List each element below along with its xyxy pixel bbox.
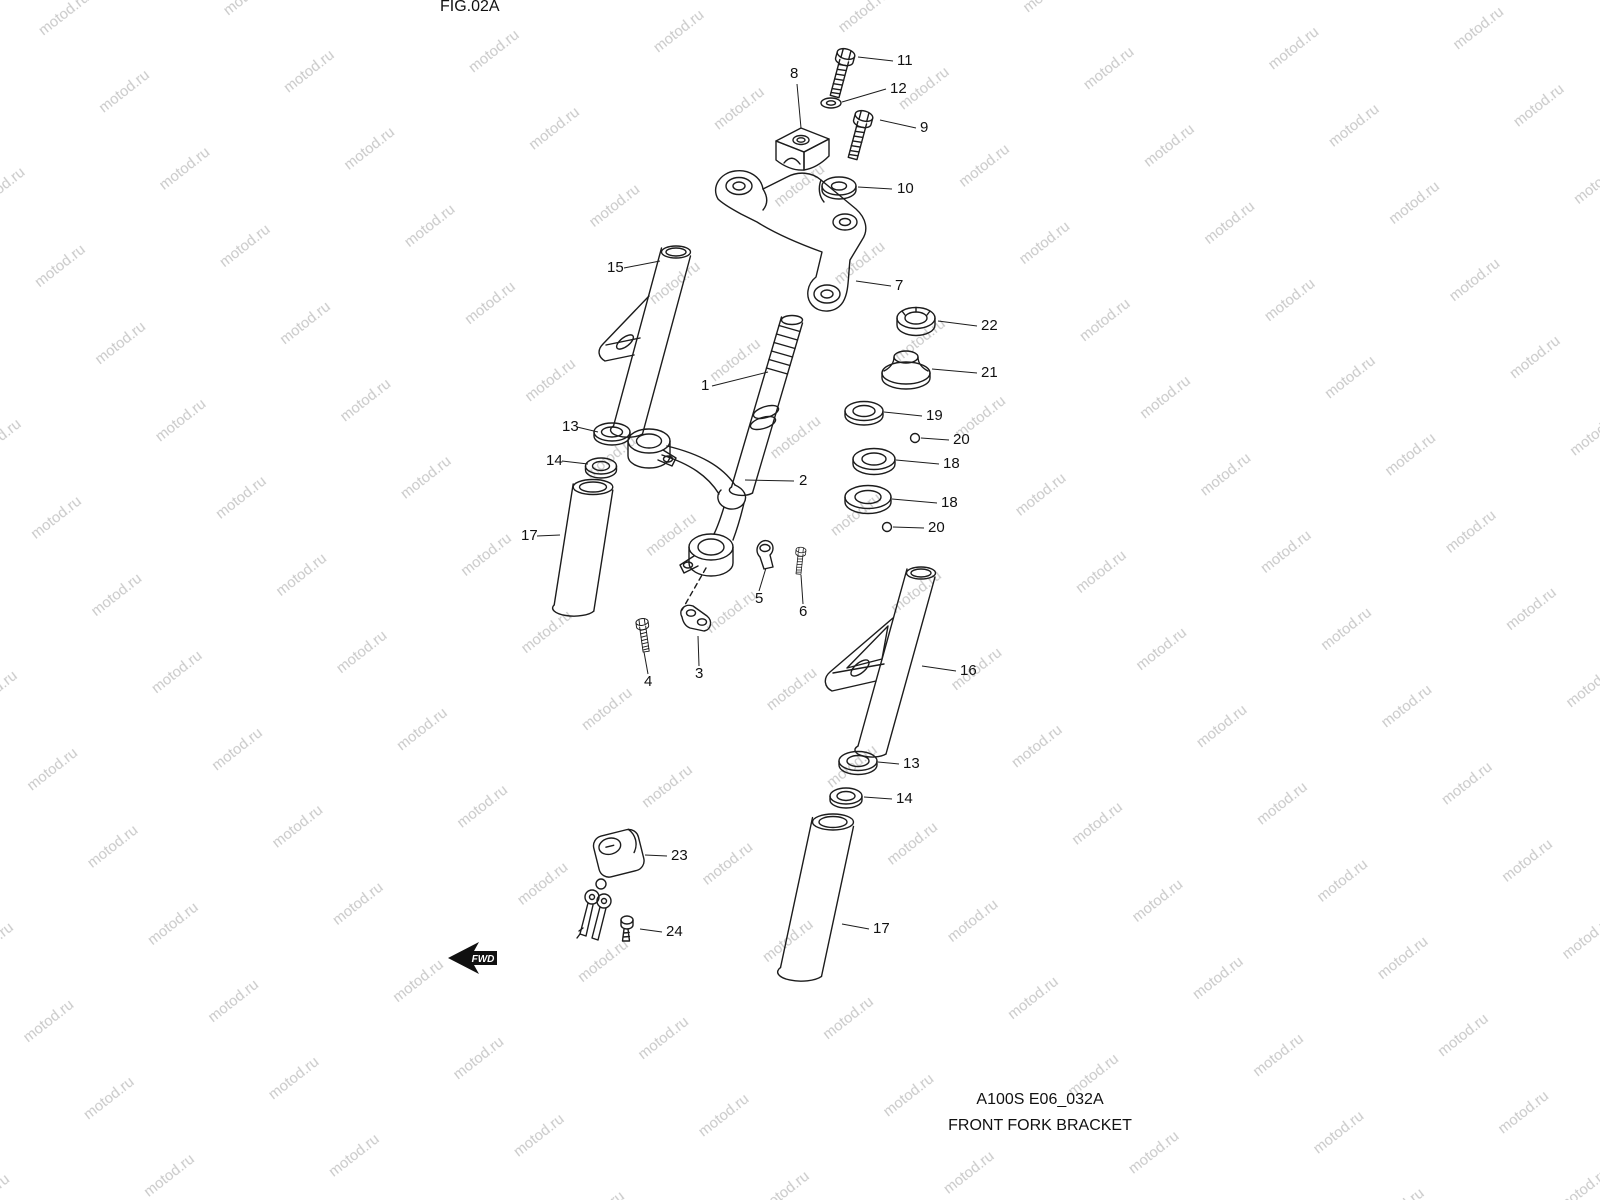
part-handlebar-holder-8 <box>775 127 830 171</box>
part-upper-bracket-7 <box>714 170 867 312</box>
part-steering-lock-23 <box>576 828 645 941</box>
part-race-13-right <box>838 750 878 776</box>
part-label-19: 19 <box>926 407 943 424</box>
part-label-15: 15 <box>607 259 624 276</box>
part-race-18-upper <box>852 447 896 476</box>
diagram-title: FRONT FORK BRACKET <box>948 1117 1132 1134</box>
part-ball-20-upper <box>909 432 921 444</box>
part-steering-stem-1 <box>728 314 804 497</box>
part-label-18-upper: 18 <box>943 455 960 472</box>
part-label-2: 2 <box>799 472 807 489</box>
part-label-6: 6 <box>799 603 807 620</box>
part-label-17-left: 17 <box>521 527 538 544</box>
part-label-20-lower: 20 <box>928 519 945 536</box>
part-label-23: 23 <box>671 847 688 864</box>
part-seal-14-left <box>584 457 618 479</box>
fwd-arrow-icon <box>448 942 497 974</box>
part-fork-tube-left-15 <box>598 245 692 438</box>
exploded-view <box>551 46 937 982</box>
doc-code: A100S E06_032A <box>976 1091 1104 1108</box>
part-bearing-cover-21 <box>881 350 931 390</box>
part-stem-nut-22 <box>896 306 936 337</box>
fwd-marker: FWD <box>448 942 497 974</box>
part-number-labels: 8 11 12 9 10 7 15 22 21 1 19 20 18 13 14… <box>521 52 998 940</box>
part-label-11: 11 <box>897 52 913 69</box>
part-label-13-left: 13 <box>562 418 579 435</box>
part-fork-tube-right-16 <box>824 566 937 758</box>
part-race-13-left <box>593 422 631 446</box>
part-race-18-lower <box>844 484 892 515</box>
part-label-1: 1 <box>701 377 709 394</box>
part-label-10: 10 <box>897 180 914 197</box>
figure-code: FIG.02A <box>440 0 500 15</box>
part-fork-cover-17-left <box>551 478 614 617</box>
part-fork-cover-17-right <box>776 813 855 982</box>
fwd-label: FWD <box>472 954 495 965</box>
leader-lines <box>536 56 978 933</box>
part-label-12: 12 <box>890 80 907 97</box>
part-screw-24 <box>620 915 634 942</box>
part-label-14-right: 14 <box>896 790 913 807</box>
part-label-13-right: 13 <box>903 755 920 772</box>
part-clamp-5 <box>756 539 774 570</box>
part-race-19 <box>844 400 884 426</box>
part-label-22: 22 <box>981 317 998 334</box>
lock-keys <box>576 889 612 941</box>
part-label-18-lower: 18 <box>941 494 958 511</box>
part-label-3: 3 <box>695 665 703 682</box>
dashed-alignment-line <box>681 567 707 611</box>
part-label-4: 4 <box>644 673 652 690</box>
part-ball-20-lower <box>881 521 893 533</box>
part-label-17-right: 17 <box>873 920 890 937</box>
part-label-7: 7 <box>895 277 903 294</box>
part-label-9: 9 <box>920 119 928 136</box>
part-washer-12 <box>820 97 842 109</box>
part-label-14-left: 14 <box>546 452 563 469</box>
part-label-24: 24 <box>666 923 683 940</box>
part-label-16: 16 <box>960 662 977 679</box>
part-seal-14-right <box>829 787 863 809</box>
part-label-20-upper: 20 <box>953 431 970 448</box>
part-label-8: 8 <box>790 65 798 82</box>
part-label-21: 21 <box>981 364 998 381</box>
part-label-5: 5 <box>755 590 763 607</box>
part-lower-bracket-2 <box>627 428 747 577</box>
